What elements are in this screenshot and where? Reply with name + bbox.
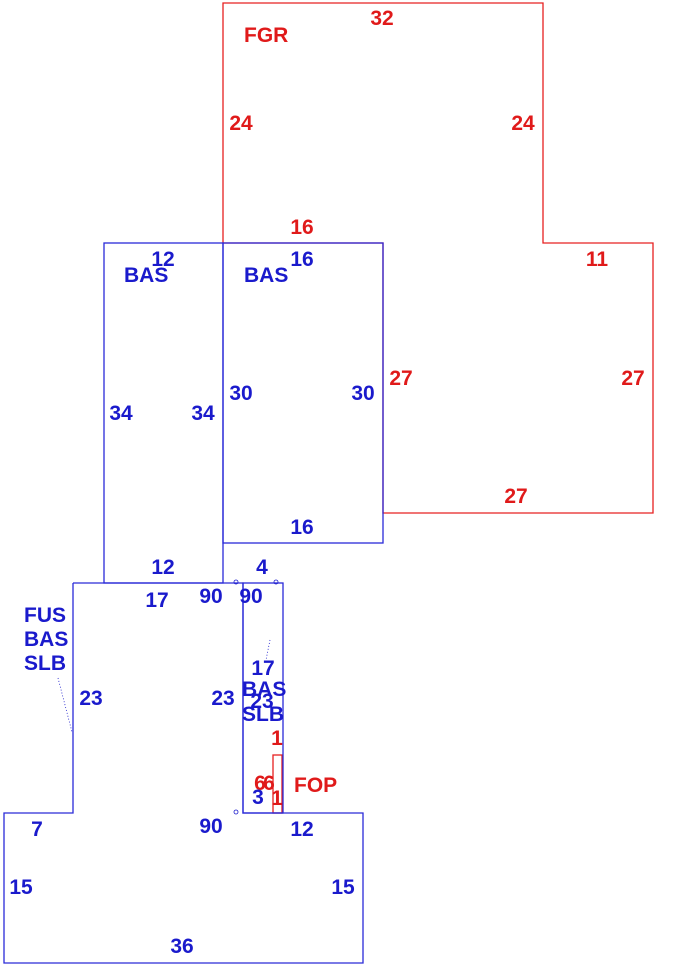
- dim-small-3: 3: [252, 786, 264, 809]
- dim-fgr-inner: 27: [389, 367, 412, 390]
- area-code-fus: FUS: [24, 604, 66, 627]
- vertex-marker: [273, 579, 279, 585]
- dim-corridor-top: 4: [256, 556, 268, 579]
- dim-fop-right: 6: [263, 772, 275, 795]
- dim-fop-left: 6: [254, 772, 266, 795]
- dim-basl-right: 34: [191, 402, 215, 425]
- area-code-bas: BAS: [24, 628, 68, 651]
- dim-low-left: 23: [79, 687, 102, 710]
- dim-basl-top: 12: [151, 248, 174, 271]
- area-code-fgr: FGR: [244, 24, 288, 47]
- dim-low-inner: 23: [211, 687, 234, 710]
- area-code-slb-narrow: SLB: [242, 703, 284, 726]
- dim-fgr-top: 32: [370, 7, 393, 30]
- dim-fgr-shared: 16: [290, 216, 313, 239]
- angle-90-b: 90: [239, 585, 262, 608]
- narrow-section-outline: [242, 582, 284, 814]
- dim-fgr-mid-right: 24: [511, 112, 535, 135]
- dim-narrow: 17: [251, 657, 274, 680]
- dim-low-top: 17: [145, 589, 168, 612]
- bas-right-outline: [222, 242, 384, 544]
- bas-slb-label-leader: [265, 639, 271, 661]
- dim-fop-top: 1: [271, 727, 283, 750]
- angle-90-a: 90: [199, 585, 222, 608]
- vertex-marker: [233, 809, 239, 815]
- dim-fop-bottom: 1: [271, 787, 283, 810]
- dim-base-7: 7: [31, 818, 43, 841]
- dim-basr-right: 30: [351, 382, 374, 405]
- dim-narrow-small: 23: [250, 690, 273, 713]
- angle-90-c: 90: [199, 815, 222, 838]
- fus-label-leader: [57, 677, 73, 733]
- dim-basl-bottom: 12: [151, 556, 174, 579]
- area-code-fop: FOP: [294, 774, 337, 797]
- dim-fgr-bottom: 27: [504, 485, 527, 508]
- dim-base-right: 15: [331, 876, 355, 899]
- dim-base-12: 12: [290, 818, 313, 841]
- vertex-marker: [233, 579, 239, 585]
- area-code-bas-narrow: BAS: [242, 678, 286, 701]
- area-code-slb: SLB: [24, 652, 66, 675]
- dim-base-bottom: 36: [170, 935, 193, 958]
- dim-basr-top: 16: [290, 248, 313, 271]
- area-code-bas-right: BAS: [244, 264, 288, 287]
- dim-fgr-left: 24: [229, 112, 253, 135]
- dim-fgr-outer: 27: [621, 367, 644, 390]
- dim-fgr-step: 11: [586, 248, 609, 271]
- area-code-bas-left: BAS: [124, 264, 168, 287]
- dim-basr-left: 30: [229, 382, 252, 405]
- dim-basr-bottom: 16: [290, 516, 313, 539]
- dim-base-left: 15: [9, 876, 33, 899]
- dim-basl-left: 34: [109, 402, 133, 425]
